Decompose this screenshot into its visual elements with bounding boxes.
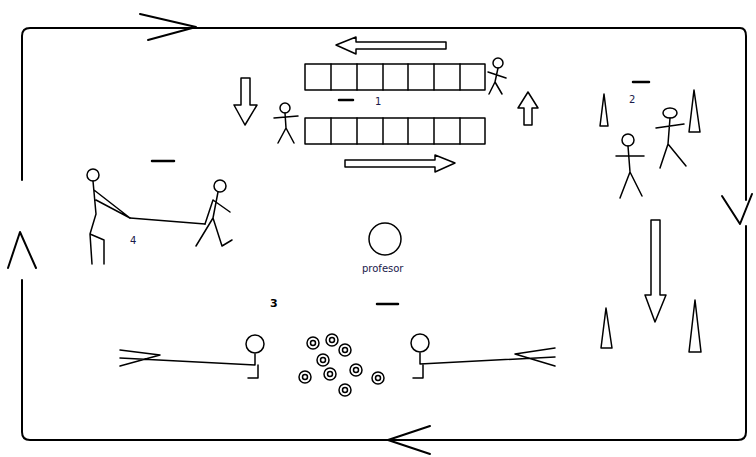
station-number: 4 xyxy=(130,236,136,246)
station-number: 2 xyxy=(629,95,635,105)
station-number: 1 xyxy=(375,97,381,107)
teacher-label: profesor xyxy=(362,264,403,274)
station-number: 3 xyxy=(270,298,278,309)
